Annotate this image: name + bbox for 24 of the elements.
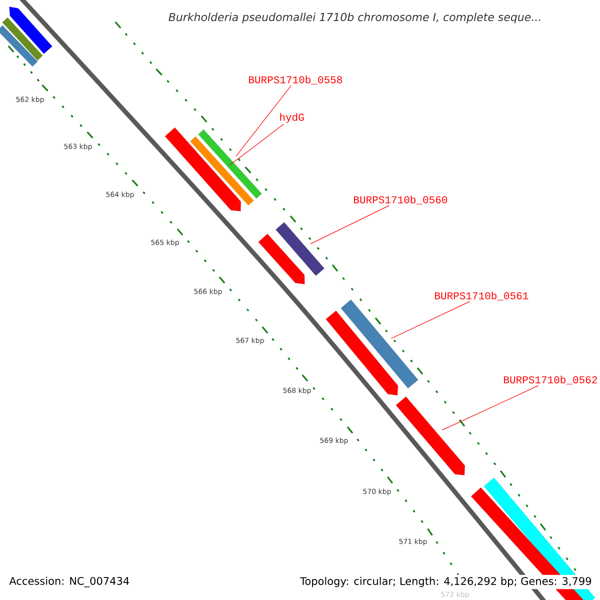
- leader-line: [390, 301, 470, 339]
- title: Burkholderia pseudomallei 1710b chromosome I, complete seque...: [168, 12, 540, 24]
- leader-line: [310, 205, 390, 244]
- gene-feature-bar: [198, 129, 262, 199]
- gene-feature-bar: [190, 136, 254, 206]
- leader-line: [229, 124, 284, 166]
- gene-feature-bar: [2, 17, 43, 61]
- accession-text: Accession: NC_007434: [9, 576, 130, 588]
- gene-feature-bar: [396, 396, 466, 476]
- leader-line: [236, 85, 292, 157]
- gene-label: BURPS1710b_0562: [504, 376, 597, 384]
- leader-line: [442, 385, 539, 430]
- gene-label: BURPS1710b_0558: [249, 76, 342, 84]
- gene-feature-bar: [164, 128, 242, 212]
- gene-label: BURPS1710b_0561: [435, 292, 528, 300]
- gene-label: BURPS1710b_0560: [354, 196, 448, 204]
- gene-feature-bar: [258, 234, 305, 284]
- gene-feature-bar: [9, 6, 52, 54]
- gene-label: hydG: [280, 113, 304, 123]
- gene-feature-bar: [340, 300, 418, 388]
- genome-info-text: Topology: circular; Length: 4,126,292 bp; Genes: 3,799: [298, 574, 594, 590]
- gene-feature-bar: [276, 222, 324, 276]
- gene-feature-bar: [0, 25, 38, 67]
- gene-feature-bar: [326, 310, 398, 396]
